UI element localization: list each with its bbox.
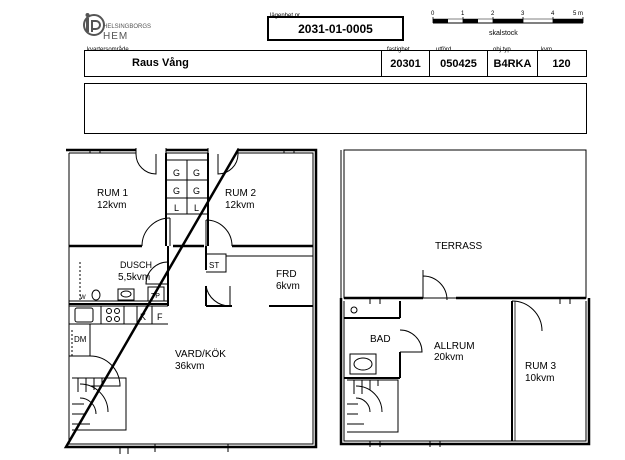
label-g1: G bbox=[173, 168, 180, 178]
scale-label: skalstock bbox=[489, 30, 518, 37]
scale-tick-3: 3 bbox=[521, 11, 525, 17]
info-row: Raus Vång 20301 050425 B4RKA 120 bbox=[84, 50, 587, 77]
logo-text-bottom: HEM bbox=[103, 31, 129, 42]
date-cell: 050425 bbox=[429, 51, 487, 76]
area-cell: 120 bbox=[537, 51, 585, 76]
apartment-number: 2031-01-0005 bbox=[298, 21, 373, 36]
label-l1: L bbox=[174, 203, 179, 213]
apartment-box: 2031-01-0005 bbox=[267, 16, 404, 41]
type-cell: B4RKA bbox=[487, 51, 537, 76]
scale-tick-1: 1 bbox=[461, 11, 465, 17]
scale-tick-0: 0 bbox=[431, 11, 435, 17]
notes-box bbox=[84, 83, 587, 134]
area-value: 120 bbox=[552, 57, 571, 70]
room-bad-name: BAD bbox=[370, 334, 391, 345]
logo-icon bbox=[83, 13, 105, 36]
room-vardkok-name: VARD/KÖK bbox=[175, 348, 226, 360]
property-value: 20301 bbox=[390, 57, 421, 70]
label-tp: TP bbox=[151, 293, 160, 300]
label-g4: G bbox=[193, 186, 200, 196]
scale-tick-5: 5 m bbox=[573, 11, 583, 17]
logo: HELSINGBORGS HEM bbox=[83, 12, 163, 42]
label-dm: DM bbox=[74, 335, 87, 344]
room-allrum-size: 20kvm bbox=[434, 352, 463, 363]
room-frd-name: FRD bbox=[276, 269, 297, 280]
room-rum1-name: RUM 1 bbox=[97, 188, 129, 199]
room-rum1-size: 12kvm bbox=[97, 200, 126, 211]
room-dusch-size: 5,5kvm bbox=[118, 272, 150, 283]
label-g2: G bbox=[193, 168, 200, 178]
room-dusch-name: DUSCH bbox=[120, 260, 152, 270]
scale-tick-2: 2 bbox=[491, 11, 495, 17]
room-terrass-name: TERRASS bbox=[435, 241, 483, 252]
room-allrum-name: ALLRUM bbox=[434, 341, 475, 352]
room-vardkok-size: 36kvm bbox=[175, 361, 204, 372]
room-rum2-size: 12kvm bbox=[225, 200, 254, 211]
room-rum3-name: RUM 3 bbox=[525, 361, 557, 372]
label-st: ST bbox=[209, 261, 219, 270]
label-k: K bbox=[140, 312, 146, 322]
scale-tick-4: 4 bbox=[551, 11, 555, 17]
type-value: B4RKA bbox=[493, 57, 532, 70]
district-value: Raus Vång bbox=[132, 57, 189, 69]
room-rum2-name: RUM 2 bbox=[225, 188, 257, 199]
property-cell: 20301 bbox=[381, 51, 429, 76]
label-f: F bbox=[157, 312, 163, 322]
room-frd-size: 6kvm bbox=[276, 281, 300, 292]
label-l2: L bbox=[194, 203, 199, 213]
label-g3: G bbox=[173, 186, 180, 196]
scale-bar: 0 1 2 3 4 5 m skalstock bbox=[431, 11, 584, 37]
label-w: W bbox=[80, 295, 86, 301]
logo-text-top: HELSINGBORGS bbox=[103, 24, 152, 30]
room-rum3-size: 10kvm bbox=[525, 373, 554, 384]
date-value: 050425 bbox=[440, 57, 477, 70]
